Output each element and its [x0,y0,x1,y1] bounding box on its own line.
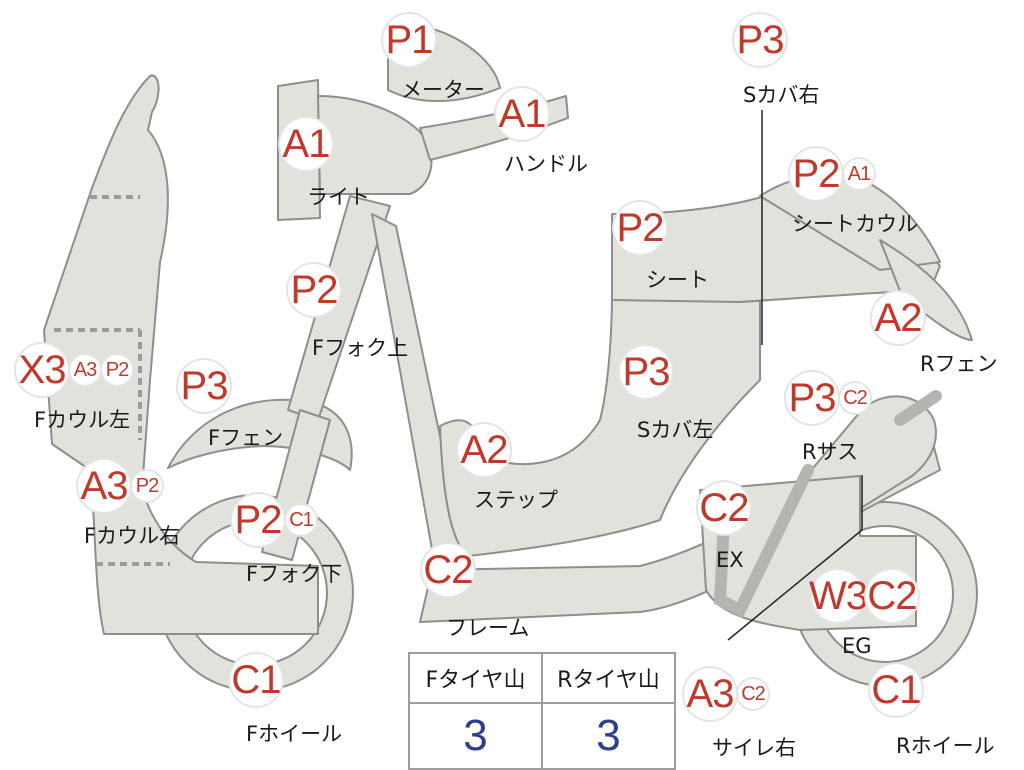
f-wheel-label: Fホイール [246,722,343,746]
muffler-right-label: サイレ右 [712,736,796,760]
f-wheel-grade-badge: C1 [230,654,282,706]
light-label: ライト [307,185,370,209]
s-cover-left-grade-badge: P3 [620,346,672,398]
frame-grade-badge: C2 [422,544,474,596]
step-label: ステップ [474,488,558,512]
r-fender-grade-badge: A2 [872,292,924,344]
rear-tire-header: Rタイヤ山 [541,652,676,704]
s-cover-right-grade-badge: P3 [734,14,786,66]
f-fork-lower-label: Fフォク下 [246,562,343,586]
f-fender-grade-badge: P3 [178,360,230,412]
seat-cowl-label: シートカウル [792,212,918,236]
headset-shape [317,95,433,195]
front-tire-value: 3 [408,702,543,770]
r-sus-grade-badge-2: C2 [840,383,870,413]
f-fork-lower-grade-badge-1: P2 [232,494,284,546]
front-tire-header: Fタイヤ山 [408,652,543,704]
handle-label: ハンドル [504,152,588,176]
f-cowl-left-grade-badge-2: A3 [70,355,100,385]
light-grade-badge: A1 [280,118,332,170]
engine-label: EG [842,634,872,658]
s-cover-right-label: Sカバ右 [743,83,820,107]
exhaust-grade-badge: C2 [698,482,750,534]
s-cover-left-label: Sカバ左 [637,418,714,442]
engine-grade-badge-2: C2 [866,570,918,622]
r-fender-label: Rフェン [920,352,998,376]
r-wheel-grade-badge: C1 [870,664,922,716]
frame-label: フレーム [446,616,530,640]
f-fender-label: Fフェン [208,426,284,450]
r-sus-grade-badge-1: P3 [786,372,838,424]
f-fork-lower-grade-badge-2: C1 [286,505,316,535]
f-cowl-right-grade-badge-2: P2 [132,471,162,501]
f-cowl-left-grade-badge-3: P2 [102,355,132,385]
r-wheel-label: Rホイール [896,734,995,758]
muffler-right-grade-badge-2: C2 [738,679,768,709]
seat-cowl-grade-badge-1: P2 [790,148,842,200]
f-cowl-left-grade-badge-1: X3 [16,344,68,396]
tire-tread-table: Fタイヤ山 Rタイヤ山 3 3 [408,652,676,770]
f-cowl-left-label: Fカウル左 [34,408,131,432]
engine-grade-badge-1: W3 [809,570,868,622]
seat-label: シート [646,268,709,292]
f-cowl-right-label: Fカウル右 [84,524,181,548]
seat-grade-badge: P2 [614,202,666,254]
exhaust-label: EX [716,548,744,572]
muffler-right-grade-badge-1: A3 [684,668,736,720]
f-fork-upper-grade-badge: P2 [288,264,340,316]
f-fork-upper-label: Fフォク上 [312,336,409,360]
f-cowl-right-grade-badge-1: A3 [78,460,130,512]
r-sus-label: Rサス [802,440,859,464]
seat-cowl-grade-badge-2: A1 [844,159,874,189]
rear-tire-value: 3 [541,702,676,770]
meter-label: メーター [401,78,485,102]
step-grade-badge: A2 [458,424,510,476]
meter-grade-badge: P1 [383,14,435,66]
handle-grade-badge: A1 [496,88,548,140]
